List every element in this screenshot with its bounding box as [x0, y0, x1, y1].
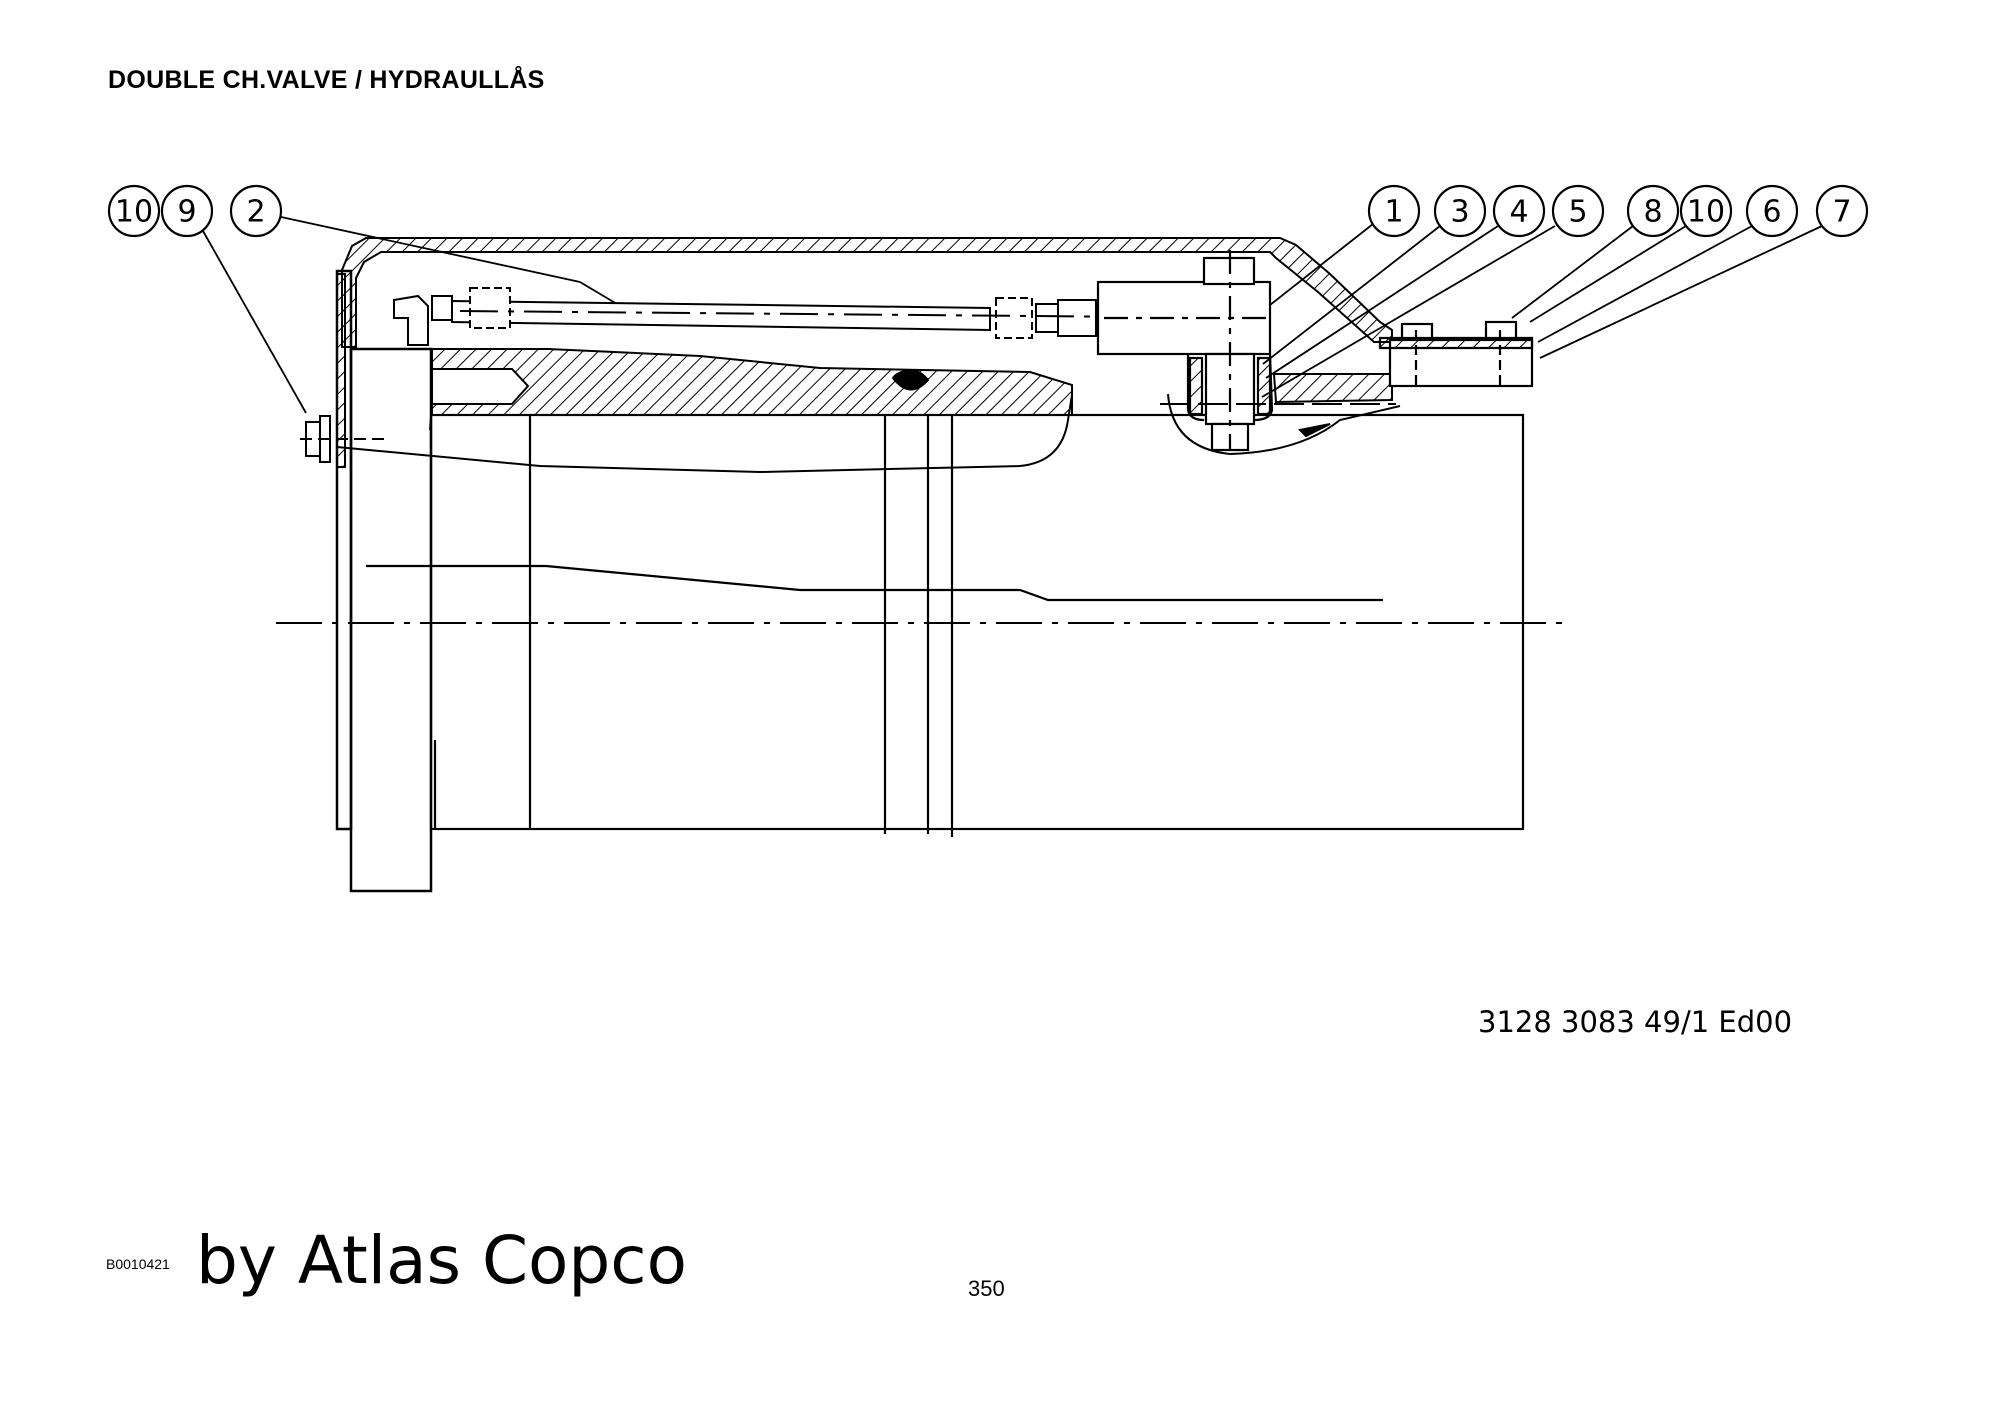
- guard-cover: [336, 237, 1393, 468]
- callout-2: 2: [229, 184, 283, 238]
- svg-text:3: 3: [1450, 195, 1469, 230]
- callout-10-right: 10: [1679, 184, 1733, 238]
- callout-10-left: 10: [107, 184, 161, 238]
- callout-6: 6: [1745, 184, 1799, 238]
- svg-text:4: 4: [1509, 195, 1528, 230]
- callout-7: 7: [1815, 184, 1869, 238]
- callout-1: 1: [1367, 184, 1421, 238]
- page-title: DOUBLE CH.VALVE / HYDRAULLÅS: [108, 66, 545, 94]
- callout-4: 4: [1492, 184, 1546, 238]
- callout-group-right: 1 3 4 5 8 10 6 7: [1367, 184, 1869, 238]
- document-number: 3128 3083 49/1 Ed00: [1478, 1005, 1793, 1039]
- callout-9: 9: [160, 184, 214, 238]
- mounting-flange: [335, 269, 433, 893]
- callout-8: 8: [1626, 184, 1680, 238]
- svg-text:7: 7: [1832, 195, 1851, 230]
- check-valve-block: [1096, 250, 1274, 452]
- svg-text:8: 8: [1643, 195, 1662, 230]
- page-number: 350: [968, 1276, 1005, 1301]
- callout-5: 5: [1551, 184, 1605, 238]
- svg-text:2: 2: [246, 195, 265, 230]
- svg-text:6: 6: [1762, 195, 1781, 230]
- left-bolt: [300, 415, 386, 463]
- cylinder-body: [366, 413, 1525, 837]
- svg-text:10: 10: [1687, 195, 1725, 230]
- drawing-code: B0010421: [106, 1256, 170, 1272]
- right-bracket: [1378, 320, 1534, 390]
- brand-text: by Atlas Copco: [196, 1222, 687, 1299]
- hydraulic-pipe: [393, 287, 1261, 346]
- callout-3: 3: [1433, 184, 1487, 238]
- svg-text:1: 1: [1384, 195, 1403, 230]
- svg-text:5: 5: [1568, 195, 1587, 230]
- svg-text:9: 9: [177, 195, 196, 230]
- piston-section: [336, 348, 1073, 474]
- valve-seat: [1160, 373, 1401, 456]
- svg-text:10: 10: [115, 195, 153, 230]
- callout-group-left: 10 9 2: [107, 184, 283, 238]
